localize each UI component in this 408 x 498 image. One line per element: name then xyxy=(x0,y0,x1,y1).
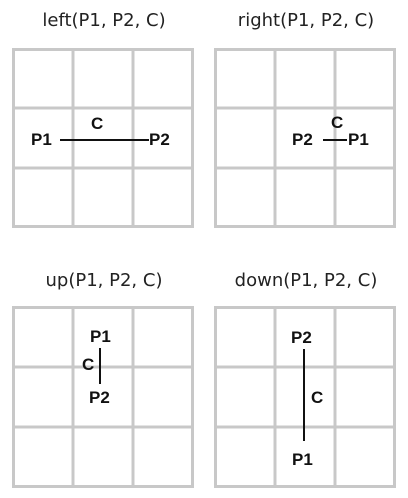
up-label-p1: P1 xyxy=(90,327,111,346)
grid-up xyxy=(12,306,194,488)
left-connector-line xyxy=(60,139,149,141)
up-label-p2: P2 xyxy=(89,388,110,407)
panel-left-title: left(P1, P2, C) xyxy=(42,10,166,31)
right-label-c: C xyxy=(331,113,344,132)
grid-down xyxy=(214,306,396,488)
right-connector-line xyxy=(323,139,347,141)
panel-down-title: down(P1, P2, C) xyxy=(234,270,378,291)
down-label-p2: P2 xyxy=(291,328,312,347)
up-connector-line xyxy=(99,348,101,384)
left-label-c: C xyxy=(91,114,104,133)
down-label-c: C xyxy=(311,388,324,407)
panel-right-title: right(P1, P2, C) xyxy=(237,10,375,31)
right-label-p2: P2 xyxy=(292,130,313,149)
panel-up-title: up(P1, P2, C) xyxy=(45,270,163,291)
grid-left xyxy=(12,48,194,228)
down-label-p1: P1 xyxy=(292,450,313,469)
grid-right xyxy=(214,48,396,228)
left-label-p2: P2 xyxy=(149,130,170,149)
left-label-p1: P1 xyxy=(31,130,52,149)
down-connector-line xyxy=(303,349,305,441)
right-label-p1: P1 xyxy=(348,130,369,149)
up-label-c: C xyxy=(82,355,95,374)
